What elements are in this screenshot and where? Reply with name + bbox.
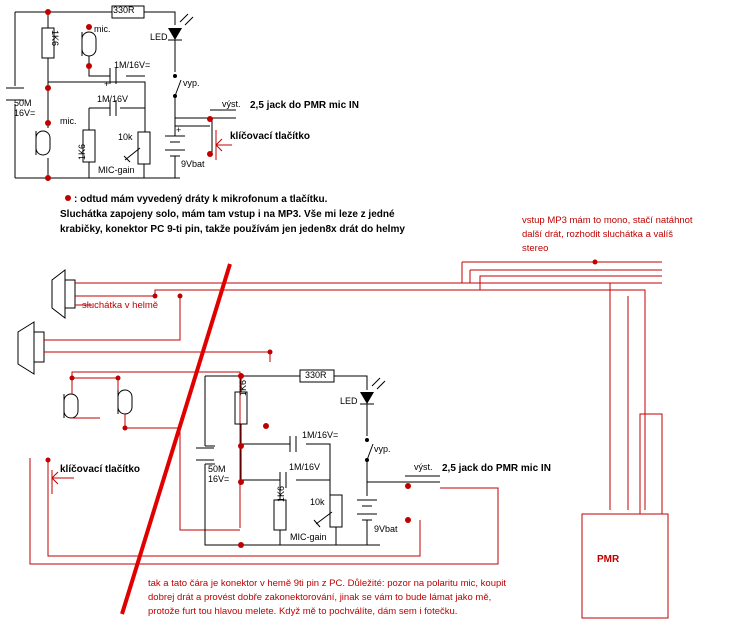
connector-line: [120, 263, 232, 615]
pmr-box: [581, 513, 669, 619]
label-16v-bottom: 16V=: [208, 474, 229, 484]
label-1k6-bottom-b: 1K6: [276, 486, 286, 502]
label-cap-1m-top-b: 1M/16V: [97, 94, 128, 104]
plus-top-b: +: [176, 125, 181, 135]
resistor-1k6-top-a: [41, 27, 55, 59]
note-mp3-line3: stereo: [522, 243, 548, 254]
note-bottom-line2: dobrej drát a provést dobře zakonektorov…: [148, 592, 491, 603]
label-out-jack-top: 2,5 jack do PMR mic IN: [250, 100, 359, 111]
plus-top-a: +: [104, 79, 109, 89]
note-mp3-line1: vstup MP3 mám to mono, stačí natáhnot: [522, 215, 693, 226]
note-top-line1: : odtud mám vyvedený dráty k mikrofonum …: [74, 194, 328, 205]
capacitor-50m-bottom: [196, 447, 214, 461]
resistor-330r-top: [111, 5, 145, 19]
label-key-bottom: klíčovací tlačítko: [60, 464, 140, 475]
headphones: [17, 268, 76, 375]
top-schematic: 330R LED mic. mic. 1M/16V= 1M/16V 10k vy…: [6, 5, 359, 181]
led-top: [168, 28, 182, 40]
label-50m-bottom: 50M: [208, 464, 226, 474]
label-pot-top: 10k: [118, 132, 133, 142]
mic-top-a: [81, 31, 97, 57]
label-pot-bottom: 10k: [310, 497, 325, 507]
pmr-antenna: [639, 413, 663, 515]
label-cap-1m-bottom-b: 1M/16V: [289, 462, 320, 472]
label-pmr: PMR: [597, 554, 620, 565]
label-16v-top: 16V=: [14, 108, 35, 118]
label-1k6-top-b: 1K6: [77, 144, 87, 160]
bottom-schematic: 330R LED 1M/16V= 1M/16V 10k vyp. 50M 16V…: [196, 369, 551, 548]
label-battery-bottom: 9Vbat: [374, 524, 398, 534]
note-bottom-line1: tak a tato čára je konektor v hemě 9ti p…: [148, 578, 506, 589]
note-top-line3: krabičky, konektor PC 9-ti pin, takže po…: [60, 224, 405, 235]
capacitor-50m-top: [6, 87, 24, 101]
label-1k6-top-a: 1K6: [50, 30, 60, 46]
label-battery-top: 9Vbat: [181, 159, 205, 169]
label-out-pre-top: výst.: [222, 99, 241, 109]
battery-top: [165, 135, 185, 157]
mic-top-b: [35, 130, 51, 156]
note-mp3-line2: další drát, rozhodit sluchátka a valíš: [522, 229, 673, 240]
note-top-line2: Sluchátka zapojeny solo, mám tam vstup i…: [60, 209, 395, 220]
label-mic-top-a: mic.: [94, 24, 111, 34]
label-led-top: LED: [150, 32, 168, 42]
label-mic-gain-top: MIC-gain: [98, 165, 135, 175]
label-mic-top-b: mic.: [60, 116, 77, 126]
label-headphones: sluchátka v helmě: [82, 300, 158, 311]
helmet-mics: [63, 389, 133, 419]
label-led-bottom: LED: [340, 396, 358, 406]
label-50m-top: 50M: [14, 98, 32, 108]
label-cap-1m-top-a: 1M/16V=: [114, 60, 150, 70]
resistor-1k6-top-b: [82, 129, 96, 163]
label-key-top: klíčovací tlačítko: [230, 131, 310, 142]
label-330r-top: 330R: [113, 5, 135, 15]
note-bottom-line3: protože furt tou hlavou melete. Když mě …: [148, 606, 457, 617]
label-out-jack-bottom: 2,5 jack do PMR mic IN: [442, 463, 551, 474]
label-mic-gain-bottom: MIC-gain: [290, 532, 327, 542]
label-cap-1m-bottom-a: 1M/16V=: [302, 430, 338, 440]
label-switch-top: vyp.: [183, 78, 200, 88]
label-out-pre-bottom: výst.: [414, 462, 433, 472]
label-switch-bottom: vyp.: [374, 444, 391, 454]
label-330r-bottom: 330R: [305, 370, 327, 380]
label-1k6-bottom-a: 1K6: [238, 380, 248, 396]
